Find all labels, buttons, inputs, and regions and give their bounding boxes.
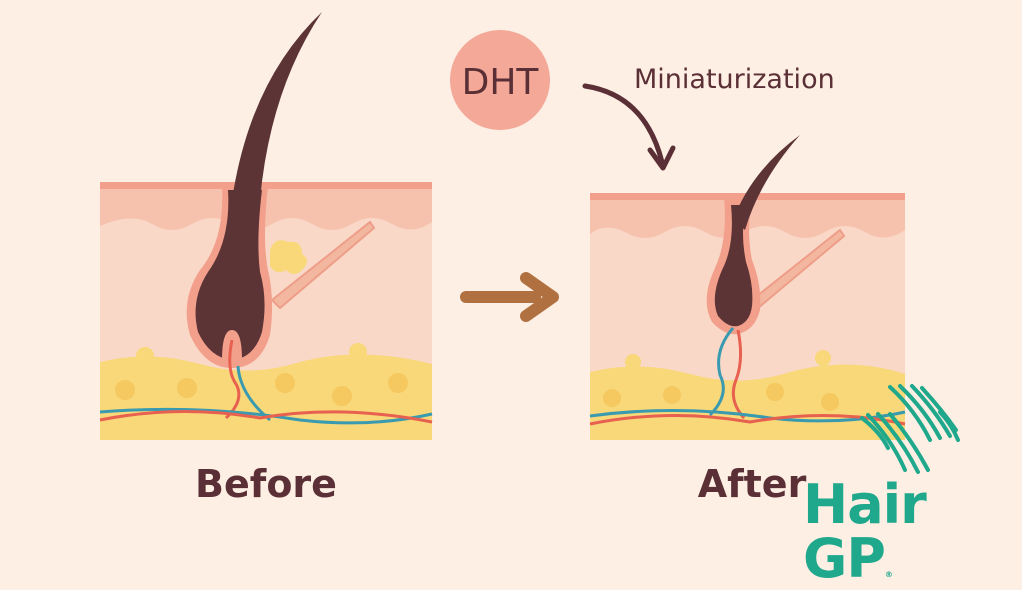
hair-gp-logo-mark [860,384,960,474]
hair-gp-logo: Hair GP® [803,478,1022,586]
before-label: Before [195,462,337,506]
hair-shaft [232,12,322,200]
before-skin-panel [99,12,433,440]
arrector-pili-muscle [270,220,376,310]
registered-mark: ® [884,570,893,579]
after-label: After [698,462,807,506]
sebaceous-gland [270,240,307,274]
after-skin-panel [589,135,906,440]
curved-arrow-icon [582,83,676,171]
hair-miniaturization-illustration: DHT Miniaturization Before After [99,12,960,506]
dht-circle [450,30,550,130]
miniaturization-label: Miniaturization [634,64,835,95]
logo-text: Hair GP [803,473,927,590]
dht-label: DHT [462,62,540,103]
hair-bulb [195,190,265,360]
transition-arrow-icon [460,272,559,322]
